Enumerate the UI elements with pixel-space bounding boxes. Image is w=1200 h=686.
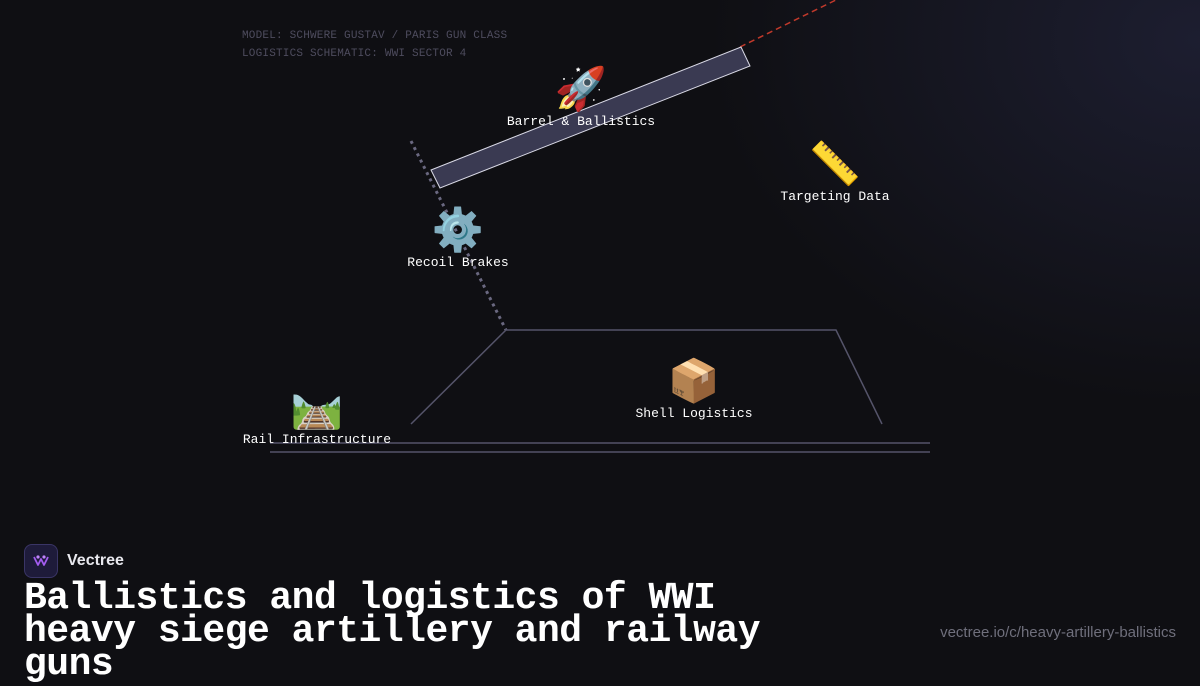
brand-name: Vectree [67,552,124,569]
brand[interactable]: Vectree [24,544,124,578]
page-title: Ballistics and logistics of WWI heavy si… [24,577,761,686]
ruler-icon: 📏 [808,139,862,188]
package-icon: 📦 [667,356,721,405]
schematic-caption: MODEL: SCHWERE GUSTAV / PARIS GUN CLASS … [242,27,507,63]
node-targeting-data[interactable]: 📏 Targeting Data [780,140,889,206]
gear-icon: ⚙️ [431,205,485,254]
caption-model: MODEL: SCHWERE GUSTAV / PARIS GUN CLASS [242,30,508,42]
node-label: Targeting Data [780,189,890,204]
source-url[interactable]: vectree.io/c/heavy-artillery-ballistics [940,624,1176,641]
node-label: Shell Logistics [635,406,753,421]
node-barrel-ballistics[interactable]: 🚀 Barrel & Ballistics [507,65,655,131]
vectree-logo-icon [24,544,58,578]
node-rail-infrastructure[interactable]: 🛤️ Rail Infrastructure [243,383,391,449]
node-shell-logistics[interactable]: 📦 Shell Logistics [635,357,752,423]
node-label: Barrel & Ballistics [506,114,656,129]
support-strut [409,140,508,331]
gun-barrel [430,46,751,189]
node-label: Rail Infrastructure [242,432,392,447]
caption-sector: LOGISTICS SCHEMATIC: WWI SECTOR 4 [242,48,467,60]
node-recoil-brakes[interactable]: ⚙️ Recoil Brakes [407,206,508,272]
rocket-icon: 🚀 [554,64,608,113]
node-label: Recoil Brakes [407,255,509,270]
trajectory-line [739,0,838,48]
railway-track-icon: 🛤️ [290,382,344,431]
carriage-frame [410,329,883,425]
